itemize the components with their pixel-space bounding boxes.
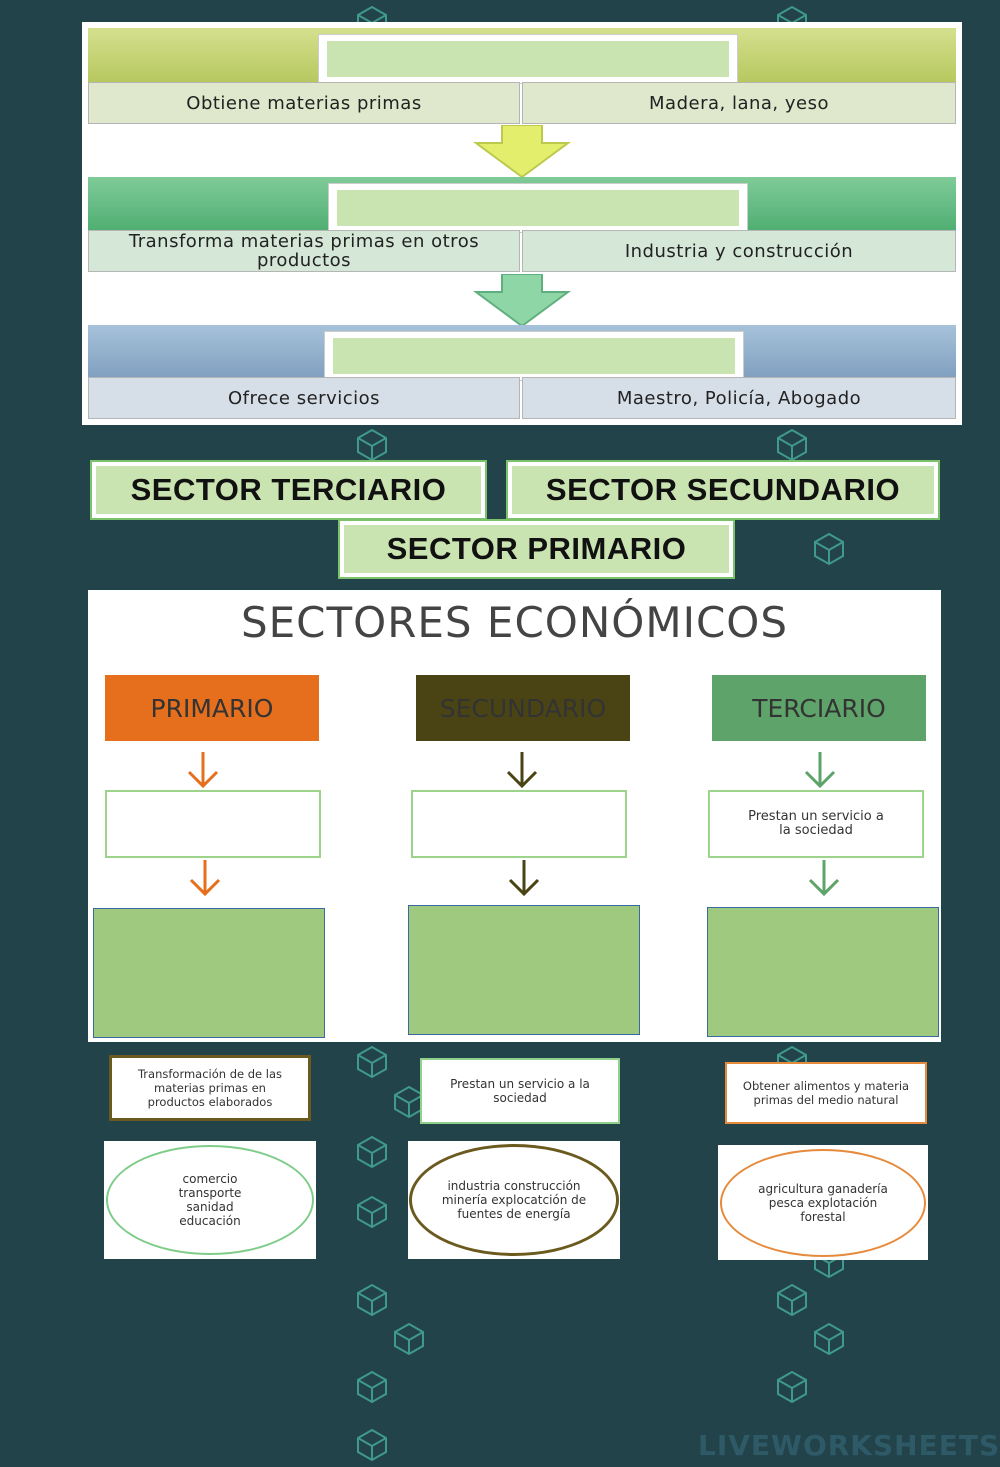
primario-examples-drop-zone[interactable] — [93, 908, 325, 1038]
secundario-description-box — [411, 790, 627, 858]
cube-icon — [355, 1045, 389, 1079]
cube-icon — [355, 1135, 389, 1169]
cube-icon — [355, 1195, 389, 1229]
primary-band — [88, 28, 956, 84]
arrow-down-icon — [472, 124, 572, 182]
arrow-down-icon — [506, 752, 538, 789]
ellipse-card-secundario-examples[interactable]: industria construcción minería explocatc… — [408, 1141, 620, 1259]
primary-examples: Madera, lana, yeso — [522, 82, 956, 124]
answer-sector-secundario[interactable]: SECTOR SECUNDARIO — [508, 462, 938, 518]
card-transformacion[interactable]: Transformación de de las materias primas… — [109, 1055, 311, 1121]
ellipse-card-terciario-examples[interactable]: comercio transporte sanidad educación — [104, 1141, 316, 1259]
tertiary-answer-slot-fill — [333, 338, 735, 374]
secondary-answer-slot-fill — [337, 190, 739, 226]
arrow-down-icon — [808, 860, 840, 897]
sectors-flow-worksheet: Obtiene materias primas Madera, lana, ye… — [82, 22, 962, 425]
cube-icon — [355, 1428, 389, 1462]
logo-text: LIVEWORKSHEETS — [698, 1428, 1000, 1462]
primary-answer-slot-fill — [327, 41, 729, 77]
liveworksheets-logo[interactable]: LIVEWORKSHEETS — [698, 1428, 1000, 1462]
card-transformacion-text: Transformación de de las materias primas… — [137, 1067, 283, 1109]
ellipse-terciario-text: comercio transporte sanidad educación — [178, 1172, 242, 1228]
ellipse-secundario-text: industria construcción minería explocatc… — [441, 1179, 587, 1221]
arrow-down-icon — [189, 860, 221, 897]
tertiary-description: Ofrece servicios — [88, 377, 520, 419]
arrow-down-icon — [187, 752, 219, 789]
sectores-economicos-worksheet: SECTORES ECONÓMICOS PRIMARIO SECUNDARIO … — [88, 590, 941, 1042]
terciario-description: Prestan un servicio a la sociedad — [748, 809, 884, 838]
header-secundario: SECUNDARIO — [416, 675, 630, 741]
cube-icon — [812, 1322, 846, 1356]
cube-icon — [812, 532, 846, 566]
primario-description-box — [105, 790, 321, 858]
terciario-description-box: Prestan un servicio a la sociedad — [708, 790, 924, 858]
tertiary-examples: Maestro, Policía, Abogado — [522, 377, 956, 419]
card-obtener-alimentos[interactable]: Obtener alimentos y materia primas del m… — [725, 1062, 927, 1124]
ellipse-primario: agricultura ganadería pesca explotación … — [720, 1148, 926, 1257]
worksheet-title: SECTORES ECONÓMICOS — [240, 598, 789, 647]
cube-icon — [355, 428, 389, 462]
primary-description: Obtiene materias primas — [88, 82, 520, 124]
answer-sector-terciario[interactable]: SECTOR TERCIARIO — [92, 462, 485, 518]
tertiary-band — [88, 325, 956, 381]
arrow-down-icon — [472, 273, 572, 331]
secondary-band — [88, 177, 956, 233]
cube-icon — [775, 1283, 809, 1317]
tertiary-answer-slot[interactable] — [324, 331, 744, 381]
cube-icon — [775, 1370, 809, 1404]
arrow-down-icon — [508, 860, 540, 897]
cube-icon — [392, 1322, 426, 1356]
header-primario: PRIMARIO — [105, 675, 319, 741]
card-prestan-servicio[interactable]: Prestan un servicio a la sociedad — [420, 1058, 620, 1124]
ellipse-card-primario-examples[interactable]: agricultura ganadería pesca explotación … — [718, 1145, 928, 1260]
ellipse-terciario: comercio transporte sanidad educación — [106, 1145, 314, 1255]
cube-icon — [355, 1370, 389, 1404]
cube-icon — [775, 428, 809, 462]
ellipse-primario-text: agricultura ganadería pesca explotación … — [758, 1181, 888, 1224]
secundario-examples-drop-zone[interactable] — [408, 905, 640, 1035]
secondary-answer-slot[interactable] — [328, 183, 748, 233]
terciario-examples-drop-zone[interactable] — [707, 907, 939, 1037]
secondary-examples: Industria y construcción — [522, 230, 956, 272]
ellipse-secundario: industria construcción minería explocatc… — [409, 1144, 619, 1256]
header-terciario: TERCIARIO — [712, 675, 926, 741]
card-obtener-alimentos-text: Obtener alimentos y materia primas del m… — [742, 1079, 910, 1107]
card-prestan-servicio-text: Prestan un servicio a la sociedad — [450, 1077, 590, 1105]
answer-sector-primario[interactable]: SECTOR PRIMARIO — [340, 521, 733, 577]
arrow-down-icon — [804, 752, 836, 789]
secondary-description: Transforma materias primas en otros prod… — [88, 230, 520, 272]
cube-icon — [355, 1283, 389, 1317]
primary-answer-slot[interactable] — [318, 34, 738, 84]
